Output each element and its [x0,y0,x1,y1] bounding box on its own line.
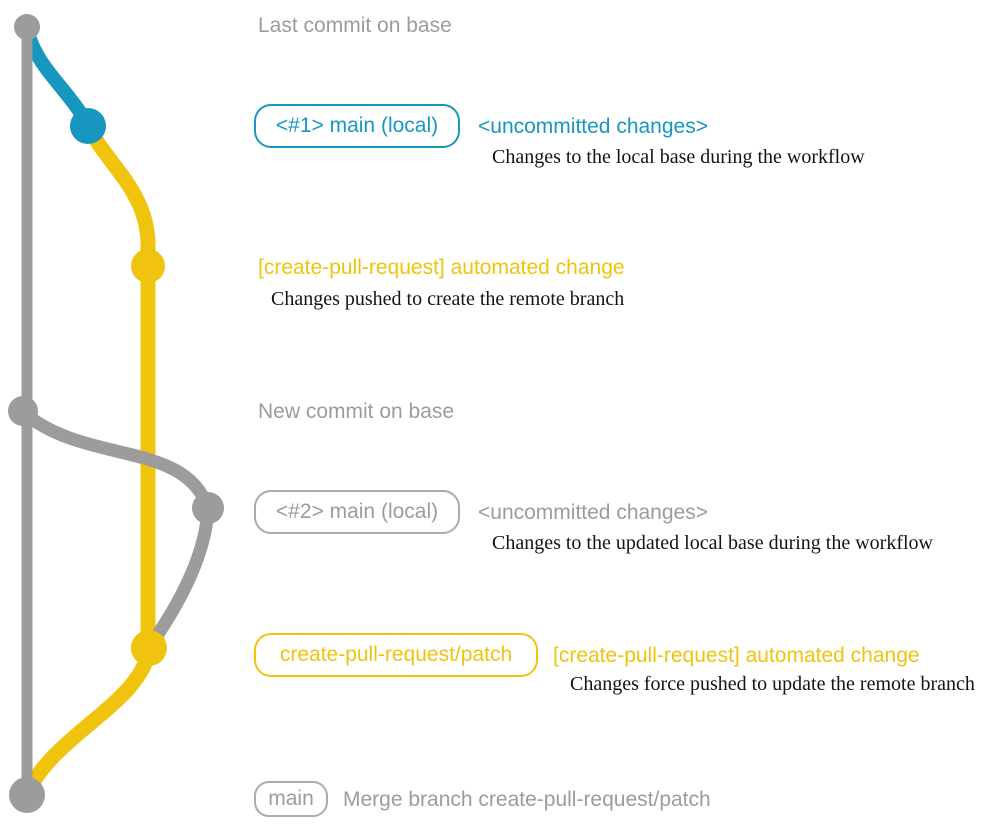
edge-gray-rebase-in [143,501,215,653]
commit-node-patch-2 [131,630,167,666]
commit-node-last-base [14,14,40,40]
commit-node-new-base [8,396,38,426]
commit-node-local-2 [192,492,224,524]
edge-yellow-merge [20,642,157,799]
commit-node-patch-1 [131,249,165,283]
edge-gray-rebase-out [16,405,215,515]
branch-badge-patch: create-pull-request/patch [254,633,538,677]
commit-node-merge [9,777,45,813]
uncommitted-changes-1-label: <uncommitted changes> [478,115,708,138]
branch-badge-main-local-2-label: <#2> main (local) [275,500,439,523]
branch-badge-main-local-2: <#2> main (local) [254,490,460,534]
uncommitted-changes-2-label: <uncommitted changes> [478,501,708,524]
automated-change-1-note: Changes pushed to create the remote bran… [271,288,625,310]
uncommitted-changes-2-note: Changes to the updated local base during… [492,532,933,554]
commit-node-local-1 [70,108,106,144]
new-commit-label: New commit on base [258,400,455,423]
edge-yellow-patch-branch [80,117,156,656]
automated-change-1-label: [create-pull-request] automated change [258,256,625,279]
branch-badge-main-label: main [268,787,314,810]
automated-change-2-label: [create-pull-request] automated change [553,644,920,667]
last-commit-label: Last commit on base [258,14,452,37]
branch-badge-main: main [254,781,328,817]
branch-badge-main-local-1: <#1> main (local) [254,104,460,148]
automated-change-2-note: Changes force pushed to update the remot… [570,673,975,695]
branch-badge-main-local-1-label: <#1> main (local) [275,114,439,137]
merge-message-label: Merge branch create-pull-request/patch [343,788,711,811]
branch-badge-patch-label: create-pull-request/patch [279,643,513,666]
uncommitted-changes-1-note: Changes to the local base during the wor… [492,146,865,168]
